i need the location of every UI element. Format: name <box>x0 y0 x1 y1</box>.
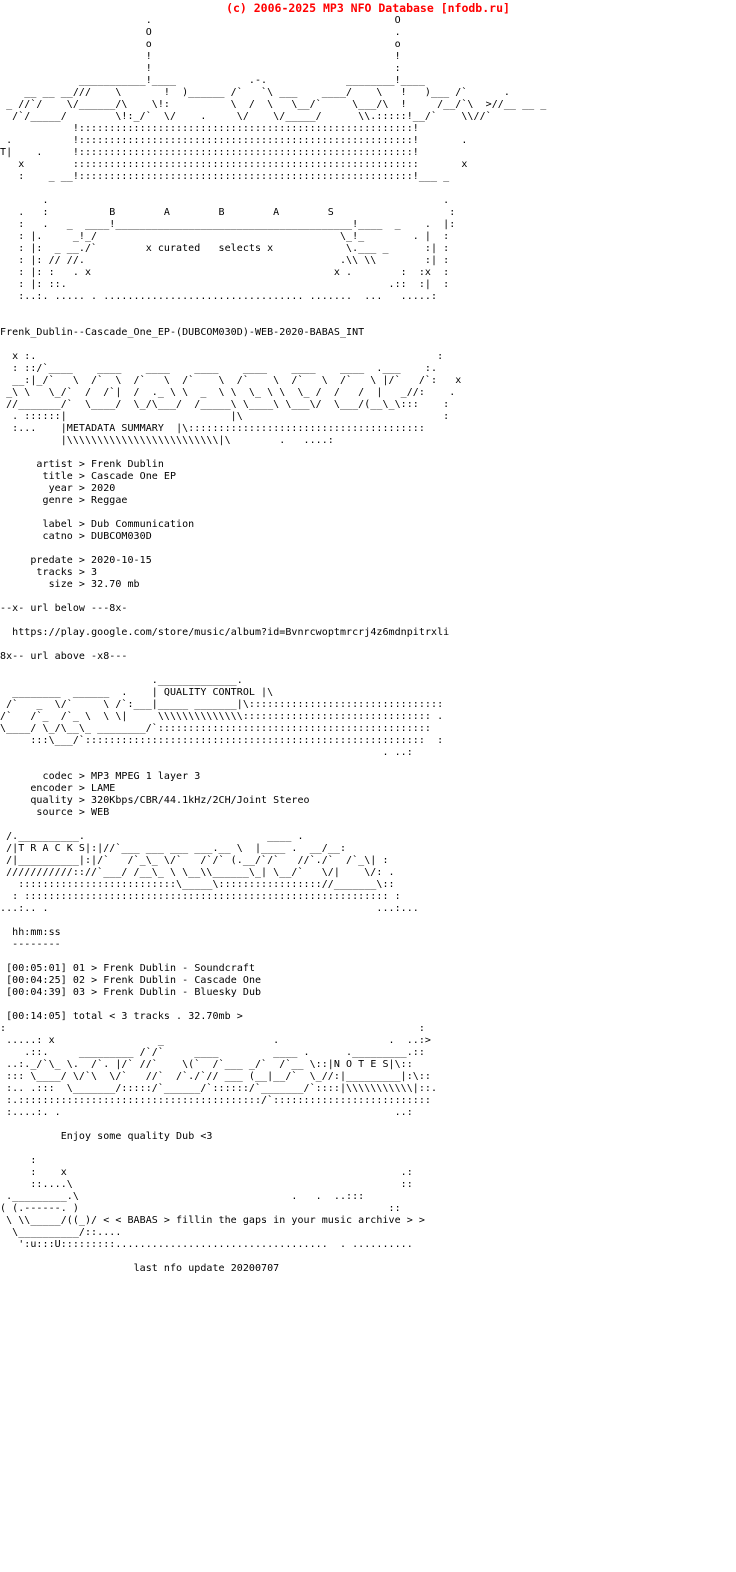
release-dirname: Frenk_Dublin--Cascade_One_EP-(DUBCOM030D… <box>0 327 365 338</box>
quality-rows: codec > MP3 MPEG 1 layer 3 encoder > LAM… <box>30 771 310 818</box>
footer-art: : : x .: ::....\ :: ._________.\ . . ..:… <box>0 1155 413 1226</box>
notes-banner-tail: |\:: ::: \____/ \/`\ \/` //` /`./`// ___… <box>6 1059 438 1118</box>
url-marker-below: 8x-- url above -x8--- <box>0 651 128 662</box>
track-row: [00:04:25] 02 > Frenk Dublin - Cascade O… <box>6 975 261 986</box>
track-separator: > <box>91 975 98 986</box>
footer-slogan: < < BABAS > fillin the gaps in your musi… <box>103 1215 425 1226</box>
metadata-banner: x :. : : ::/`____ ____ ____ ____ ____ __… <box>6 351 462 434</box>
metadata-banner-tail: |\::::::::::::::::::::::::::::::::::::::… <box>60 423 425 446</box>
track-title: Frenk Dublin - Soundcraft <box>103 963 256 974</box>
footer-last-update: last nfo update 20200707 <box>133 1263 280 1274</box>
track-title: Frenk Dublin - Cascade One <box>103 975 262 986</box>
track-number: 02 <box>72 975 86 986</box>
track-number: 03 <box>72 987 86 998</box>
tracks-banner: /.__________. ____ . /| <box>6 831 304 854</box>
release-store-url[interactable]: https://play.google.com/store/music/albu… <box>12 627 450 638</box>
quality-banner-title: QUALITY CONTROL <box>163 687 255 698</box>
tracks-banner-title: T R A C K S <box>18 843 85 854</box>
quality-banner-tail: |\ /` _ \/` \ /`:___|_____ _______|\::::… <box>0 687 444 758</box>
track-title: Frenk Dublin - Bluesky Dub <box>103 987 262 998</box>
nfodb-copyright-header: (c) 2006-2025 MP3 NFO Database [nfodb.ru… <box>226 1 510 15</box>
track-row: [00:05:01] 01 > Frenk Dublin - Soundcraf… <box>6 963 255 974</box>
logo-banner-group-letters: . . . : B A B A S : : . _ ____!_________… <box>18 195 456 302</box>
track-time: [00:05:01] <box>6 963 67 974</box>
metadata-banner-title: METADATA SUMMARY <box>66 423 164 434</box>
notes-text: Enjoy some quality Dub <3 <box>60 1131 213 1142</box>
track-row: [00:04:39] 03 > Frenk Dublin - Bluesky D… <box>6 987 261 998</box>
track-separator: > <box>91 987 98 998</box>
tracklist-time-header-label: hh:mm:ss <box>12 927 61 938</box>
notes-banner: : : .....: x _ . . ..:> .::. _________ /… <box>0 1023 432 1070</box>
tracklist-total: [00:14:05] total < 3 tracks . 32.70mb > <box>6 1011 243 1022</box>
tracks-banner-tail: |:|//`___ ___ ___ ___.__ \ |____ . __/__… <box>0 843 419 914</box>
quality-banner: ._____________. ________ ______ . | <box>12 675 243 698</box>
track-time: [00:04:39] <box>6 987 67 998</box>
metadata-rows: artist > Frenk Dublin title > Cascade On… <box>30 459 195 590</box>
track-time: [00:04:25] <box>6 975 67 986</box>
notes-banner-title: N O T E S <box>333 1059 389 1070</box>
url-marker-above: --x- url below ---8x- <box>0 603 128 614</box>
nfo-ascii-document: . O O . o o <box>0 15 736 1275</box>
logo-art-top: . O O . o o <box>0 15 547 182</box>
track-separator: > <box>91 963 98 974</box>
tracklist-time-header-rule: -------- <box>12 939 61 950</box>
track-number: 01 <box>72 963 86 974</box>
tracklist-time-header: hh:mm:ss -------- <box>0 927 61 950</box>
footer-art-tail: \__________/::.... ':u:::U:::::::::.....… <box>12 1227 413 1250</box>
